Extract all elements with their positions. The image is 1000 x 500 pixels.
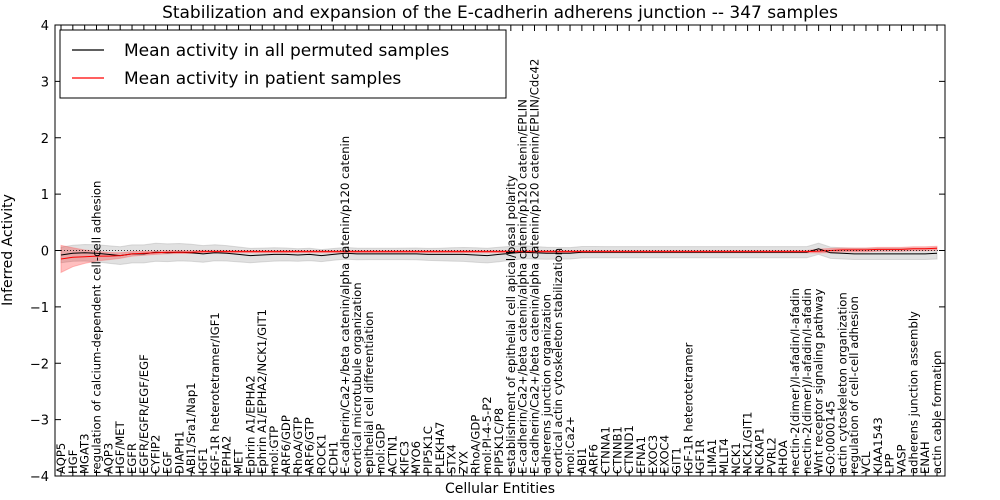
x-category-label: GIT1 (670, 447, 684, 474)
x-category-label: epithelial cell differentiation (362, 311, 376, 474)
x-category-label: LPP (883, 454, 897, 474)
x-category-label: VASP (895, 445, 909, 474)
y-axis-label: Inferred Activity (0, 194, 16, 306)
x-category-label: IGF-1R heterotetramer/IGF1 (208, 312, 222, 474)
x-category-label: MYO6 (409, 441, 423, 474)
x-category-label: IGF1 (196, 448, 210, 474)
x-category-label: E-cadherin/Ca2+/beta catenin/alpha caten… (528, 59, 542, 474)
x-category-label: ABI1/Sra1/Nap1 (184, 382, 198, 474)
x-category-label: GO:0000145 (824, 401, 838, 474)
permuted-band (60, 242, 938, 266)
x-category-label: RhoA/GDP (468, 415, 482, 474)
x-category-label: NCK1/GIT1 (741, 411, 755, 474)
legend-label: Mean activity in all permuted samples (124, 41, 449, 61)
x-category-label: actin cable formation (930, 350, 944, 474)
x-category-label: PLEKHA7 (433, 422, 447, 474)
y-tick-label: 3 (41, 75, 49, 90)
x-category-label: EGF (161, 451, 175, 474)
x-category-label: ACTN1 (386, 435, 400, 474)
x-category-label: ARF6/GDP (279, 415, 293, 474)
x-category-label: Wnt receptor signaling pathway (812, 289, 826, 474)
x-category-label: E-cadherin/Ca2+/beta catenin/alpha caten… (516, 99, 530, 474)
x-category-label: nectin-2(dimer)/I-afadin/I-afadin (800, 288, 814, 474)
x-category-label: ZYX (457, 451, 471, 474)
x-category-label: IGF-1R heterotetramer (681, 342, 695, 474)
x-category-label: MET (232, 449, 246, 474)
x-category-label: ABI1 (575, 447, 589, 474)
y-tick-label: 0 (41, 245, 49, 260)
x-category-label: cortical microtubule organization (350, 282, 364, 474)
legend-box (59, 29, 507, 99)
x-category-label: MLLT4 (717, 438, 731, 474)
x-category-label: ENAH (918, 441, 932, 474)
x-category-label: NCK1 (729, 442, 743, 474)
x-axis-label: Cellular Entities (445, 481, 555, 497)
x-category-label: RhoA/GTP (291, 417, 305, 474)
chart-title: Stabilization and expansion of the E-cad… (162, 3, 838, 23)
permuted-mean-line (60, 248, 938, 257)
x-category-label: cortical actin cytoskeleton stabilizatio… (551, 248, 565, 474)
y-tick-label: 1 (41, 188, 49, 203)
x-category-label: EXOC3 (646, 435, 660, 474)
x-category-label: mol:Ca2+ (563, 416, 577, 474)
y-tick-label: −1 (30, 301, 49, 316)
x-category-label: regulation of calcium-dependent cell-cel… (90, 181, 104, 474)
x-category-label: CTNNA1 (599, 426, 613, 474)
x-category-label: ROCK1 (314, 434, 328, 474)
y-tick-label: −2 (30, 357, 49, 372)
x-category-label: CYFIP2 (149, 435, 163, 474)
x-category-label: CTNND1 (622, 425, 636, 474)
x-category-label: nectin-2(dimer)/I-afadin/I-afadin (788, 288, 802, 474)
x-category-label: PIP5K1C (421, 426, 435, 474)
x-category-label: mol:PI-4-5-P2 (480, 396, 494, 474)
confidence-bands (60, 242, 938, 274)
y-tick-label: 4 (41, 19, 49, 34)
x-category-label: EGFR/EGFR/EGF/EGF (137, 354, 151, 474)
x-category-label: EXOC4 (658, 435, 672, 474)
x-category-label: KIFC3 (397, 441, 411, 474)
x-category-label: KIAA1543 (871, 417, 885, 474)
x-category-label: ARF6 (587, 444, 601, 474)
x-category-label: Ephrin A1/EPHA2 (243, 375, 257, 474)
x-category-label: NCKAP1 (752, 428, 766, 474)
x-category-label: MGAT3 (78, 434, 92, 474)
x-category-label: EPHA2 (220, 436, 234, 474)
x-category-label: AQP3 (101, 443, 115, 474)
x-category-label: establishment of epithelial cell apical/… (504, 175, 518, 474)
x-category-label: ARF6/GTP (303, 417, 317, 474)
x-category-label: CDH1 (326, 441, 340, 474)
y-tick-label: −3 (30, 414, 49, 429)
x-category-label: EGFR (125, 443, 139, 474)
x-category-label: CTNNB1 (610, 426, 624, 474)
x-category-label: PIP5K1C/P8 (492, 408, 506, 474)
x-category-label: STX4 (445, 444, 459, 474)
y-tick-label: −4 (30, 470, 49, 485)
x-category-label: LIMA1 (705, 439, 719, 474)
x-category-label: actin cytoskeleton organization (835, 292, 849, 474)
x-category-label: VCL (859, 451, 873, 474)
x-category-label: mol:GTP (267, 426, 281, 474)
x-category-label: HGF/MET (113, 420, 127, 474)
x-category-label: EFNA1 (634, 436, 648, 474)
y-axis: −4 −3 −2 −1 0 1 2 3 4 (30, 19, 945, 485)
x-category-label: AQP5 (54, 443, 68, 474)
x-category-label: HGF (66, 450, 80, 474)
legend: Mean activity in all permuted samplesMea… (59, 29, 507, 99)
x-category-label: regulation of cell-cell adhesion (847, 296, 861, 474)
x-category-label: adherens junction assembly (906, 311, 920, 474)
x-category-label: PVRL2 (764, 437, 778, 474)
x-category-label: Ephrin A1/EPHA2/NCK1/GIT1 (255, 309, 269, 474)
x-category-label: DIAPH1 (172, 431, 186, 474)
patient-mean-line (60, 247, 938, 260)
y-tick-label: 2 (41, 132, 49, 147)
legend-label: Mean activity in patient samples (124, 69, 401, 89)
x-category-label: E-cadherin/Ca2+/beta catenin/alpha caten… (338, 136, 352, 474)
series-lines (60, 247, 938, 260)
x-category-label: adherens junction organization (539, 294, 553, 474)
x-category-label: mol:GDP (374, 424, 388, 474)
x-category-label: RHOA (776, 440, 790, 474)
x-category-label: IGF1R (693, 439, 707, 474)
